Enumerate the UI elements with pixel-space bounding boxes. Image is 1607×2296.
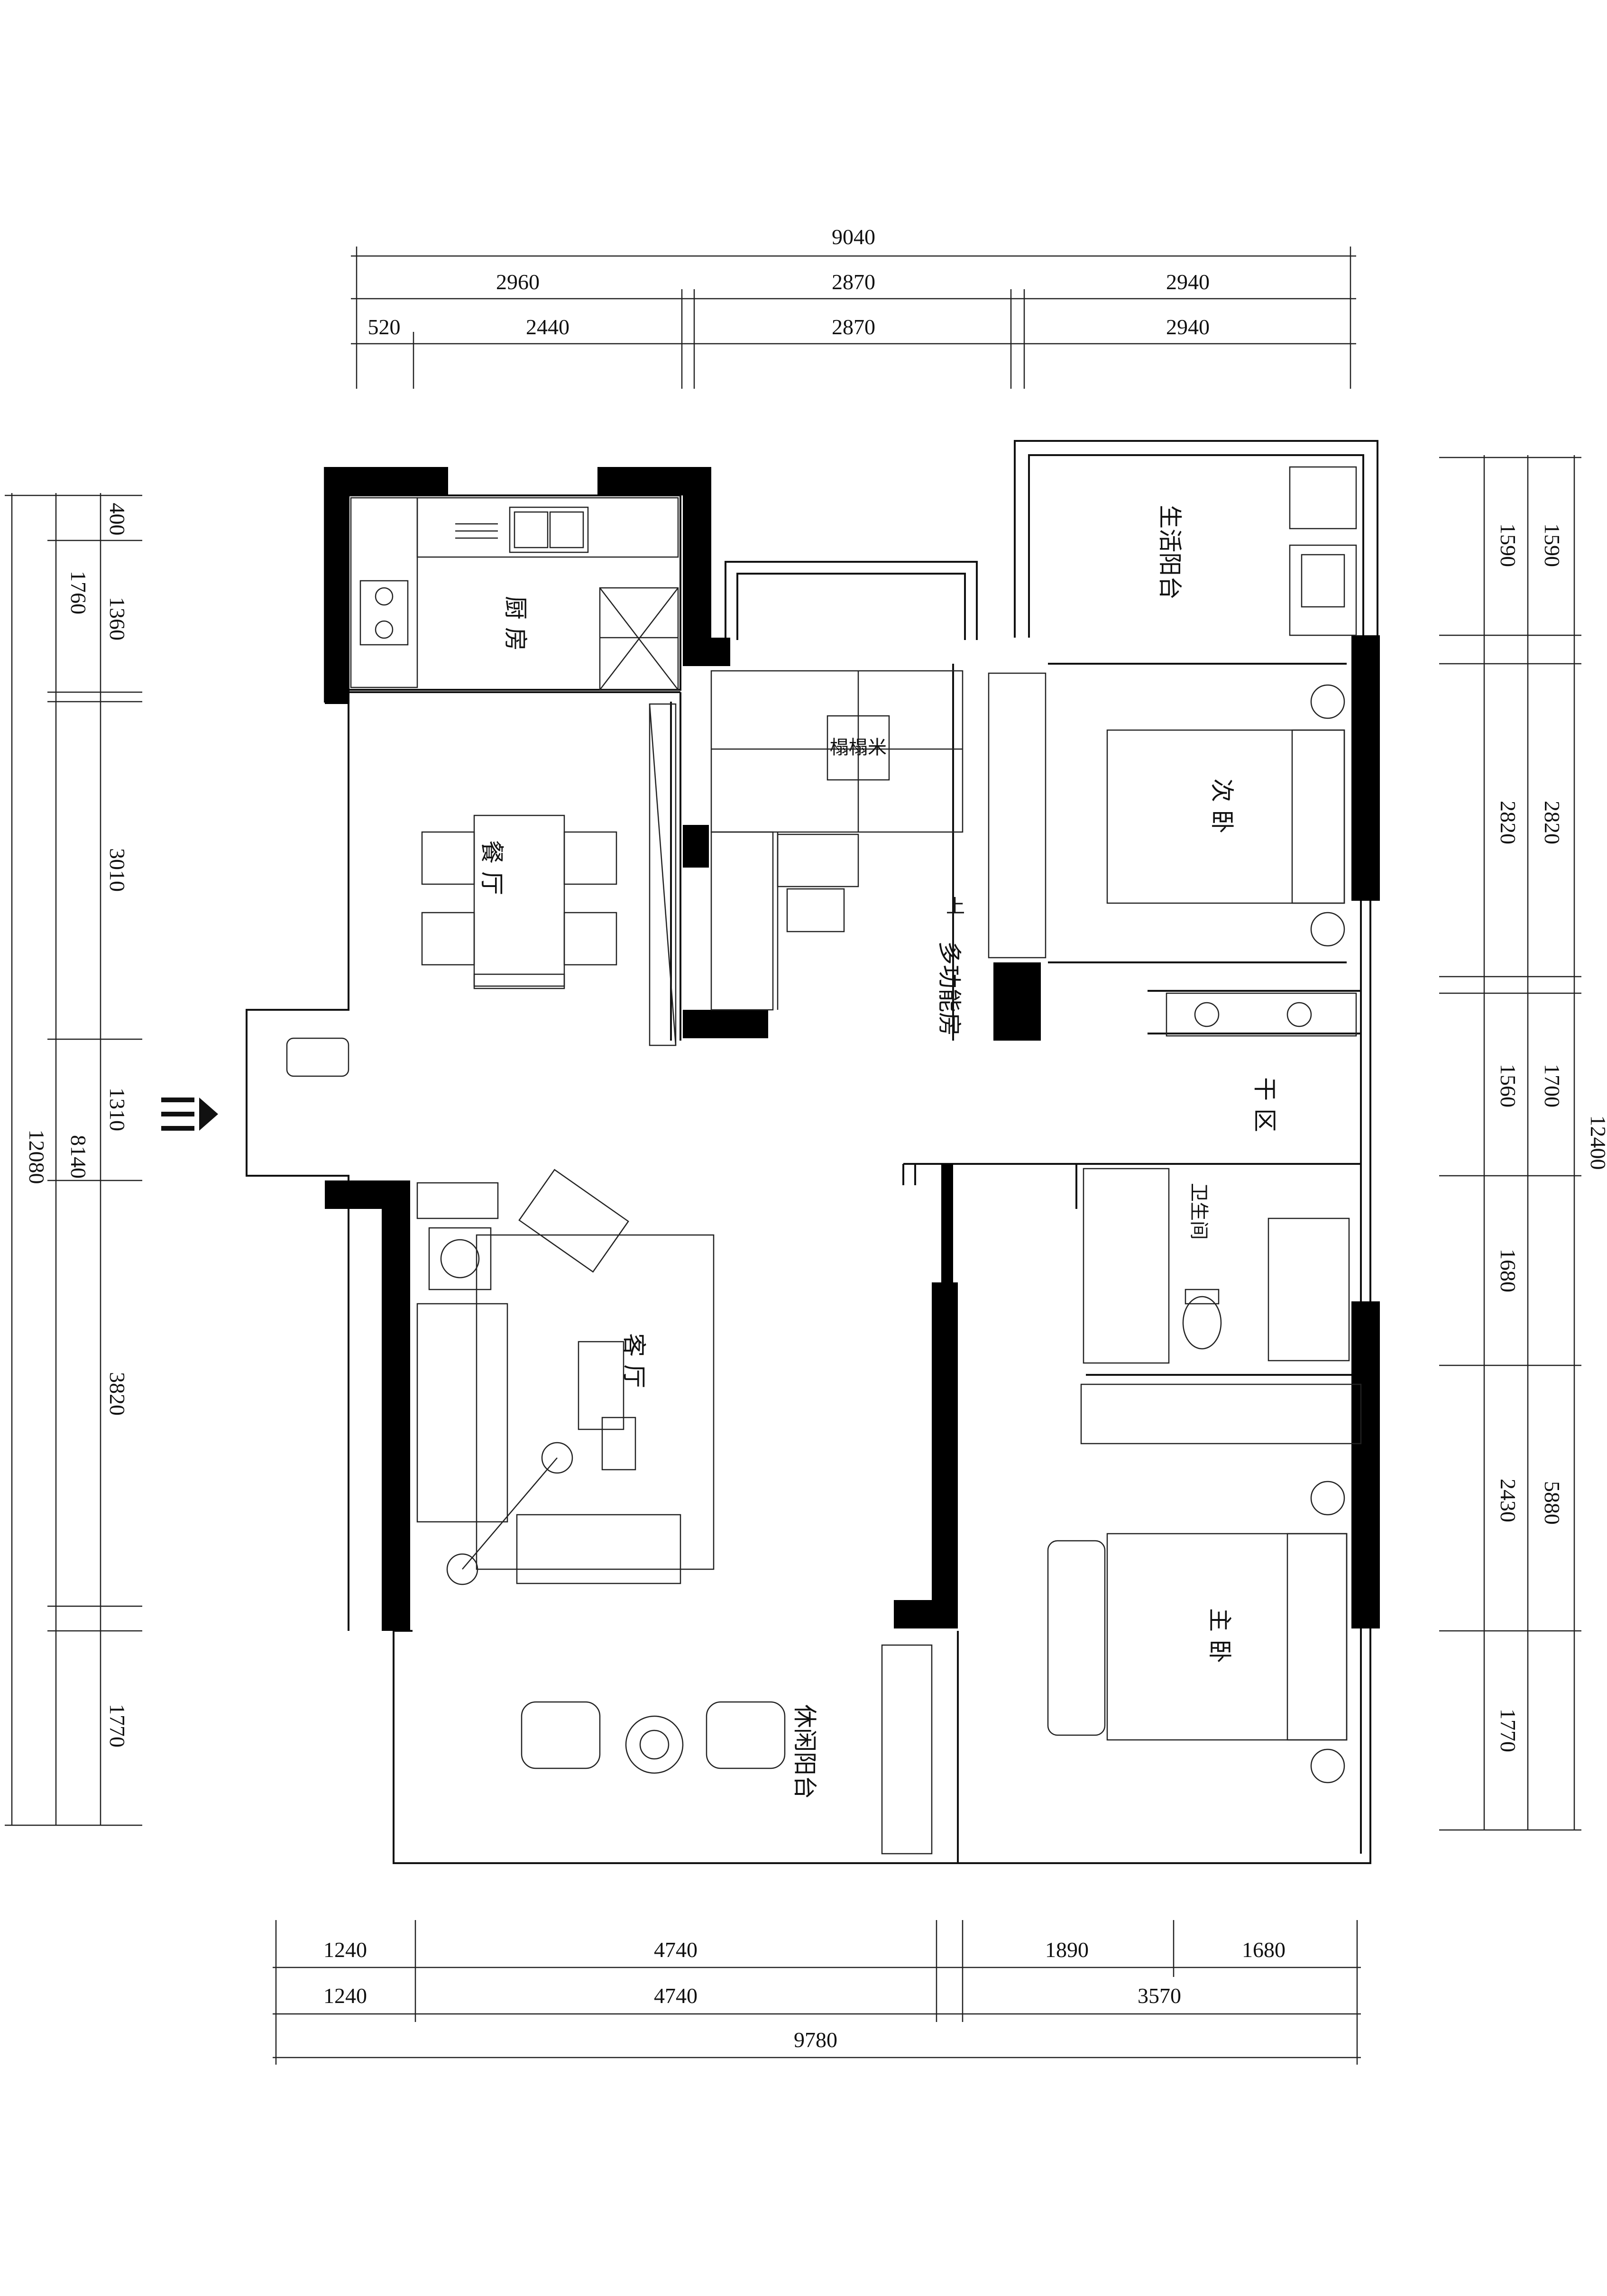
entrance-cabinet [286, 1037, 349, 1077]
dim-bottom-row2-3: 3570 [1138, 1984, 1181, 2008]
dim-left-seg-7: 1770 [105, 1704, 129, 1747]
room-label-kitchen: 厨 房 [502, 596, 529, 651]
room-label-second-bedroom: 次 卧 [1208, 778, 1236, 833]
dim-right-outer-2: 2820 [1540, 801, 1564, 844]
dim-top-row2-3: 2940 [1166, 270, 1210, 294]
dim-top-row3-2: 2440 [526, 315, 569, 339]
dining-table-set [421, 703, 677, 1046]
bottom-dimension-lines [273, 1920, 1361, 2065]
room-label-utility-balcony: 生活阳台 [1156, 505, 1184, 600]
dim-bottom-row1-4: 1680 [1242, 1938, 1286, 1962]
dim-top-row3-4: 2940 [1166, 315, 1210, 339]
dim-top-row3-1: 520 [368, 315, 401, 339]
room-label-bathroom: 卫生间 [1188, 1183, 1210, 1240]
room-label-dry-area: 干 区 [1251, 1077, 1278, 1132]
dim-right-inner-6: 1770 [1496, 1709, 1520, 1752]
solid-walls [325, 467, 1380, 1631]
dim-bottom-row2-1: 1240 [323, 1984, 367, 2008]
dim-right-outer-1: 1590 [1540, 523, 1564, 567]
dim-left-seg-6: 3820 [105, 1372, 129, 1416]
dim-left-sub: 8140 [66, 1135, 91, 1179]
dim-right-overall: 12400 [1586, 1116, 1607, 1170]
room-label-dining: 餐 厅 [478, 840, 505, 895]
dim-right-inner-4: 1680 [1496, 1249, 1520, 1292]
up-marker: 上 [946, 896, 965, 917]
dim-left-seg-4: 3010 [105, 848, 129, 892]
kitchen-fixtures [350, 497, 679, 691]
dim-right-inner-3: 1560 [1496, 1064, 1520, 1107]
dim-top-overall: 9040 [832, 225, 875, 249]
dim-bottom-overall: 9780 [794, 2028, 837, 2052]
room-label-tatami: 榻榻米 [830, 737, 887, 759]
dim-left-seg-3: 1360 [105, 597, 129, 640]
room-label-multi: 多功能房 [936, 941, 963, 1036]
dim-bottom-row1-1: 1240 [323, 1938, 367, 1962]
dim-left-seg-1: 400 [105, 503, 129, 536]
top-dimension-lines [351, 247, 1356, 389]
dim-left-seg-2: 1760 [66, 571, 91, 614]
left-dimension-lines [5, 493, 142, 1826]
dim-bottom-row2-2: 4740 [654, 1984, 698, 2008]
bathroom-fixtures [1083, 1168, 1350, 1364]
dim-right-sub: 5880 [1540, 1481, 1564, 1525]
tatami-fixtures [710, 670, 964, 1011]
dim-top-row2-2: 2870 [832, 270, 875, 294]
dim-left-overall: 12080 [25, 1130, 49, 1184]
room-label-leisure-balcony: 休闲阳台 [791, 1704, 818, 1799]
dim-right-outer-3: 1700 [1540, 1064, 1564, 1107]
dim-top-row2-1: 2960 [496, 270, 540, 294]
dry-area-fixtures [1166, 992, 1357, 1037]
leisure-balcony-furniture [521, 1644, 933, 1855]
living-room-furniture [416, 1169, 715, 1585]
room-label-living: 客 厅 [620, 1333, 648, 1388]
room-label-master-bedroom: 主 卧 [1206, 1608, 1233, 1663]
dim-bottom-row1-2: 4740 [654, 1938, 698, 1962]
dim-top-row3-3: 2870 [832, 315, 875, 339]
second-bedroom-fixtures [988, 672, 1345, 959]
master-bedroom-fixtures [1047, 1383, 1362, 1784]
dim-right-inner-1: 1590 [1496, 523, 1520, 567]
entrance-arrow-icon [161, 1098, 218, 1131]
dim-right-inner-5: 2430 [1496, 1479, 1520, 1522]
utility-balcony-fixtures [1289, 466, 1357, 636]
dim-left-seg-5: 1310 [105, 1088, 129, 1131]
right-dimension-lines [1439, 455, 1581, 1831]
dim-right-inner-2: 2820 [1496, 801, 1520, 844]
dim-bottom-row1-3: 1890 [1045, 1938, 1089, 1962]
